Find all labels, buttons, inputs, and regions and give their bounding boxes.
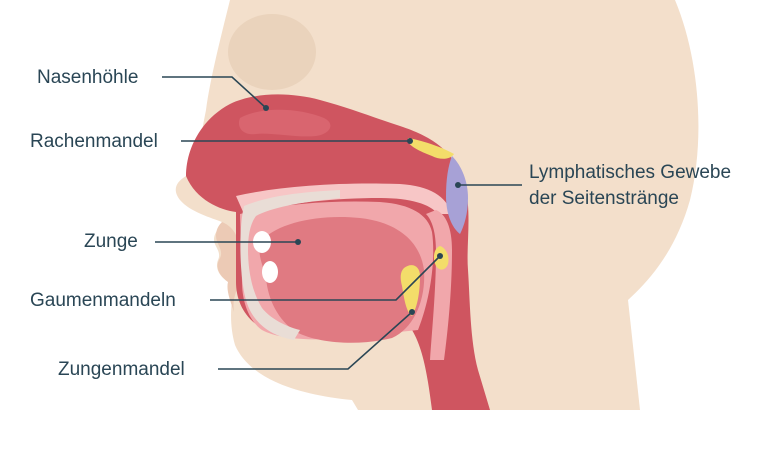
lateral-lymph-tissue (446, 156, 468, 234)
leader-gaumenmandeln (210, 255, 441, 301)
ear (228, 14, 316, 90)
leader-dot-nasenhoehle (263, 105, 269, 111)
palate (236, 183, 452, 214)
tongue (259, 216, 425, 343)
label-lymph-line2: der Seitenstränge (529, 188, 679, 209)
label-zunge: Zunge (84, 231, 138, 252)
leader-dot-zunge (295, 239, 301, 245)
jaw-bone (240, 190, 340, 340)
leader-nasenhoehle (162, 76, 267, 109)
leader-zungenmandel (218, 311, 413, 370)
label-rachenmandel: Rachenmandel (30, 131, 158, 152)
pharynx-channel (426, 210, 452, 360)
lingual-tonsil (400, 265, 420, 316)
lips-region (216, 222, 240, 312)
lower-teeth (262, 261, 278, 283)
leader-dot-rachenmandel (407, 138, 413, 144)
leader-dot-lymph (455, 182, 461, 188)
leader-dot-zungenmandel (409, 309, 415, 315)
label-zungenmandel: Zungenmandel (58, 359, 185, 380)
leader-dot-gaumenmandeln (437, 253, 443, 259)
label-gaumenmandeln: Gaumenmandeln (30, 290, 176, 311)
label-nasenhoehle: Nasenhöhle (37, 67, 138, 88)
nasal-cavity-inner (238, 109, 331, 137)
adenoid-tonsil (408, 138, 454, 159)
label-lymph-line1: Lymphatisches Gewebe (529, 162, 731, 183)
